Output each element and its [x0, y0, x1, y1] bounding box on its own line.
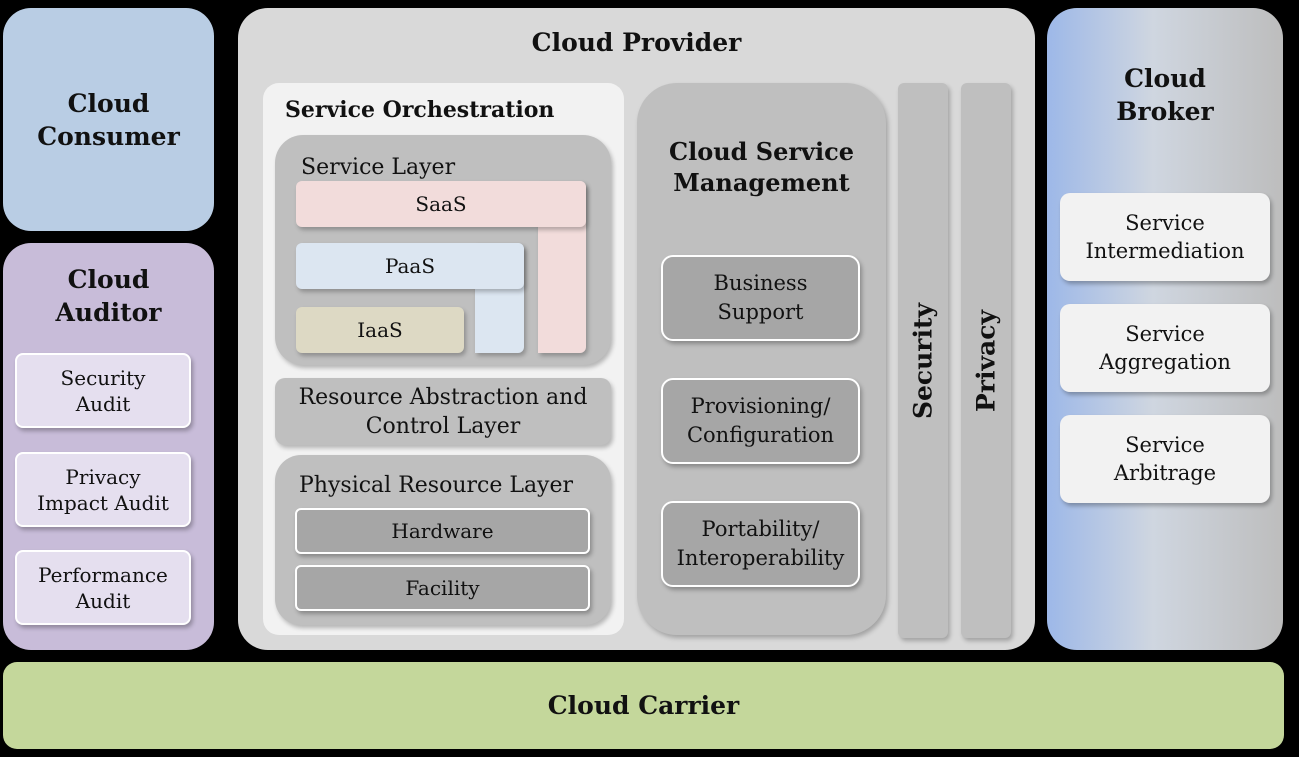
facility-box: Facility	[295, 565, 590, 611]
physical-resource-layer-label: Physical Resource Layer	[299, 473, 574, 498]
cloud-auditor-title: Cloud Auditor	[55, 265, 162, 327]
cloud-service-management-box: Cloud Service Management Business Suppor…	[637, 83, 886, 635]
physical-resource-layer-box: Physical Resource Layer Hardware Facilit…	[275, 455, 611, 625]
privacy-bar: Privacy	[961, 83, 1011, 638]
cloud-carrier-title: Cloud Carrier	[547, 691, 740, 720]
service-layer-label: Service Layer	[301, 155, 456, 180]
performance-audit-box: Performance Audit	[15, 550, 191, 625]
privacy-impact-audit-box: Privacy Impact Audit	[15, 452, 191, 527]
cloud-service-management-title: Cloud Service Management	[668, 137, 854, 197]
privacy-label: Privacy	[971, 309, 1001, 412]
cloud-carrier-bar: Cloud Carrier	[3, 662, 1284, 749]
cloud-broker-title: Cloud Broker	[1116, 64, 1214, 126]
cloud-broker-box: Cloud Broker Service Intermediation Serv…	[1047, 8, 1283, 650]
cloud-provider-box: Cloud Provider Service Orchestration Ser…	[238, 8, 1035, 650]
saas-label: SaaS	[415, 192, 467, 216]
cloud-provider-title: Cloud Provider	[531, 28, 742, 57]
hardware-box: Hardware	[295, 508, 590, 554]
cloud-consumer-title: Cloud Consumer	[37, 88, 180, 151]
cloud-auditor-box: Cloud Auditor Security Audit Privacy Imp…	[3, 243, 214, 650]
service-aggregation-box: Service Aggregation	[1060, 304, 1270, 392]
portability-interoperability-box: Portability/ Interoperability	[661, 501, 860, 587]
saas-layer: SaaS	[296, 181, 586, 227]
service-layer-box: Service Layer SaaS PaaS IaaS	[275, 135, 611, 365]
security-label: Security	[908, 302, 938, 419]
service-arbitrage-box: Service Arbitrage	[1060, 415, 1270, 503]
paas-layer: PaaS	[296, 243, 524, 289]
security-bar: Security	[898, 83, 948, 638]
service-intermediation-box: Service Intermediation	[1060, 193, 1270, 281]
provisioning-configuration-box: Provisioning/ Configuration	[661, 378, 860, 464]
service-orchestration-box: Service Orchestration Service Layer SaaS…	[263, 83, 624, 635]
resource-abstraction-layer: Resource Abstraction and Control Layer	[275, 378, 611, 445]
iaas-layer: IaaS	[296, 307, 464, 353]
service-orchestration-title: Service Orchestration	[285, 97, 555, 123]
iaas-label: IaaS	[357, 318, 403, 342]
paas-label: PaaS	[384, 254, 436, 278]
cloud-consumer-box: Cloud Consumer	[3, 8, 214, 231]
business-support-box: Business Support	[661, 255, 860, 341]
security-audit-box: Security Audit	[15, 353, 191, 428]
